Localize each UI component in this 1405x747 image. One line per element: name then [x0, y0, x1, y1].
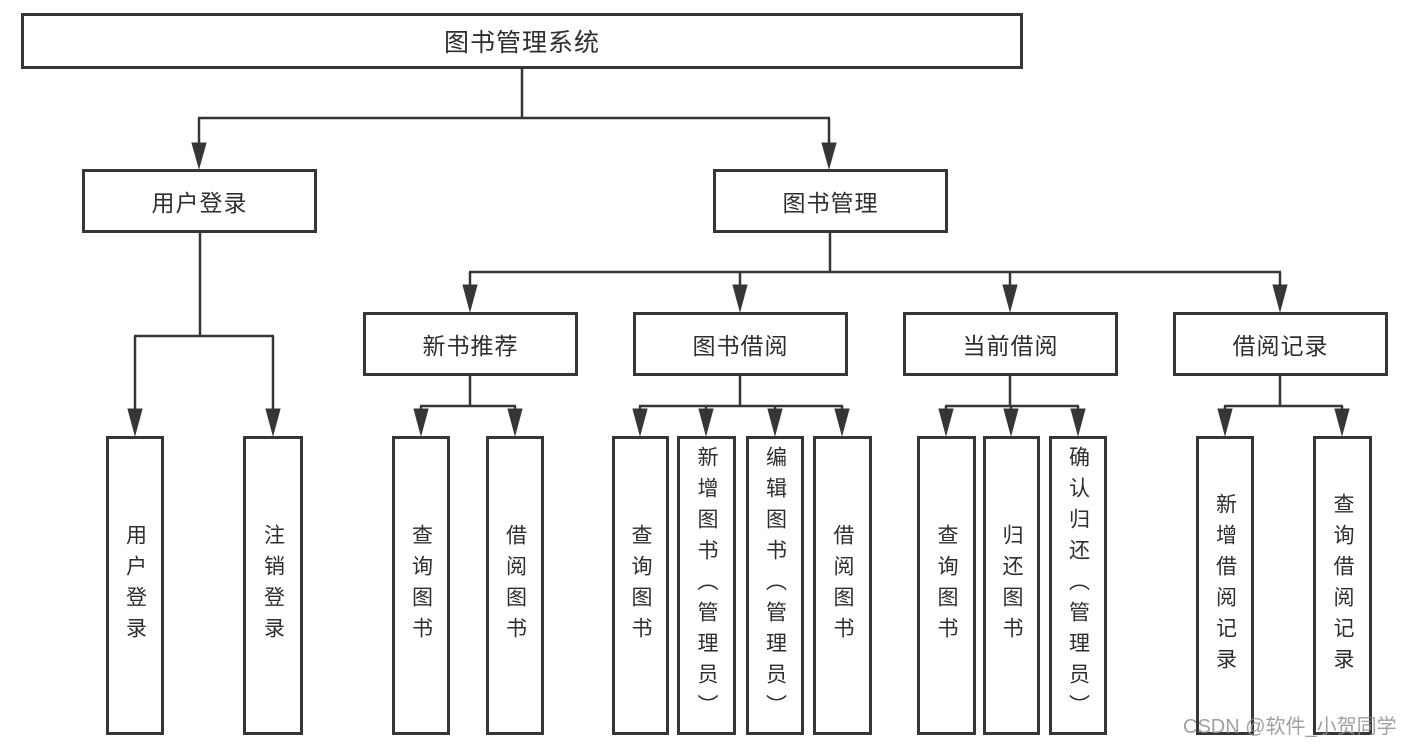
leaf-add-book-admin: 新增图书（管理员）: [677, 436, 736, 735]
node-new-book-recommend: 新书推荐: [363, 312, 578, 376]
node-label: 归还图书: [1000, 523, 1023, 648]
node-label: 查询图书: [629, 523, 652, 648]
leaf-logout: 注销登录: [243, 436, 303, 735]
leaf-add-borrow-record: 新增借阅记录: [1196, 436, 1254, 735]
node-label: 新增借阅记录: [1213, 492, 1237, 679]
node-label: 新增图书（管理员）: [695, 446, 718, 725]
leaf-edit-book-admin: 编辑图书（管理员）: [746, 436, 804, 735]
node-book-borrow: 图书借阅: [633, 312, 848, 376]
node-label: 确认归还（管理员）: [1066, 446, 1090, 725]
leaf-borrow-books-recommend: 借阅图书: [486, 436, 544, 735]
node-user-login: 用户登录: [82, 169, 317, 233]
node-label: 编辑图书（管理员）: [763, 446, 787, 725]
node-label: 查询借阅记录: [1331, 492, 1354, 679]
node-library-system: 图书管理系统: [21, 13, 1023, 69]
node-label: 注销登录: [261, 523, 285, 648]
leaf-query-borrow-record: 查询借阅记录: [1313, 436, 1372, 735]
leaf-query-books-borrow: 查询图书: [612, 436, 669, 735]
node-book-management: 图书管理: [713, 169, 948, 233]
node-label: 借阅图书: [831, 523, 854, 648]
leaf-query-books-recommend: 查询图书: [392, 436, 450, 735]
node-current-borrow: 当前借阅: [903, 312, 1118, 376]
node-label: 查询图书: [935, 523, 958, 648]
leaf-return-book: 归还图书: [983, 436, 1040, 735]
leaf-query-books-current: 查询图书: [917, 436, 976, 735]
node-label: 用户登录: [123, 523, 147, 648]
node-label: 借阅图书: [503, 523, 527, 648]
node-label: 查询图书: [409, 523, 433, 648]
node-borrow-records: 借阅记录: [1173, 312, 1388, 376]
leaf-user-login: 用户登录: [106, 436, 164, 735]
leaf-confirm-return-admin: 确认归还（管理员）: [1049, 436, 1107, 735]
leaf-borrow-books: 借阅图书: [813, 436, 872, 735]
watermark: CSDN @软件_小贺同学: [1183, 716, 1397, 738]
